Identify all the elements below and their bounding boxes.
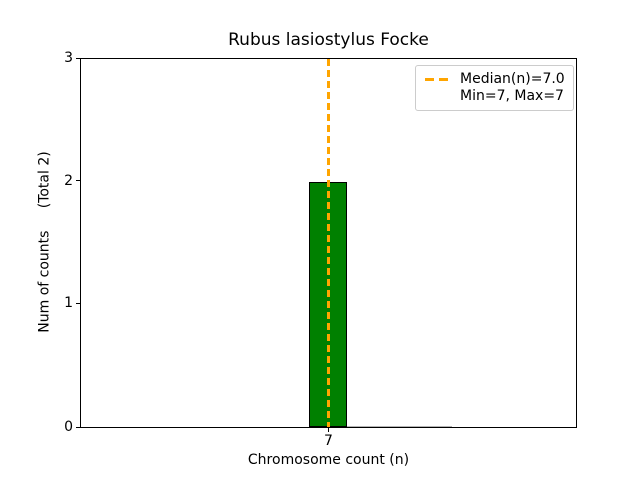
- legend-entry-minmax: Min=7, Max=7: [425, 88, 567, 105]
- y-tick-label: 1: [64, 295, 73, 311]
- legend: Median(n)=7.0 Min=7, Max=7: [415, 65, 574, 111]
- y-axis-label: Num of counts (Total 2): [36, 151, 53, 333]
- y-tick-mark: [76, 303, 80, 304]
- y-tick-label: 0: [64, 419, 73, 435]
- legend-label-median: Median(n)=7.0: [460, 71, 565, 87]
- zero-count-bar-edge: [347, 426, 452, 427]
- plot-area: [80, 58, 577, 428]
- median-line: [327, 59, 330, 427]
- y-tick-label: 3: [64, 50, 73, 66]
- median-line-legend-swatch: [425, 78, 451, 81]
- legend-entry-median: Median(n)=7.0: [425, 71, 567, 88]
- legend-label-minmax: Min=7, Max=7: [460, 88, 564, 104]
- x-axis-label: Chromosome count (n): [247, 452, 410, 468]
- y-tick-mark: [76, 58, 80, 59]
- x-tick-label: 7: [324, 433, 333, 449]
- y-tick-mark: [76, 180, 80, 181]
- x-tick-mark: [328, 428, 329, 432]
- y-tick-label: 2: [64, 173, 73, 189]
- y-tick-mark: [76, 427, 80, 428]
- chart-title: Rubus lasiostylus Focke: [228, 30, 429, 50]
